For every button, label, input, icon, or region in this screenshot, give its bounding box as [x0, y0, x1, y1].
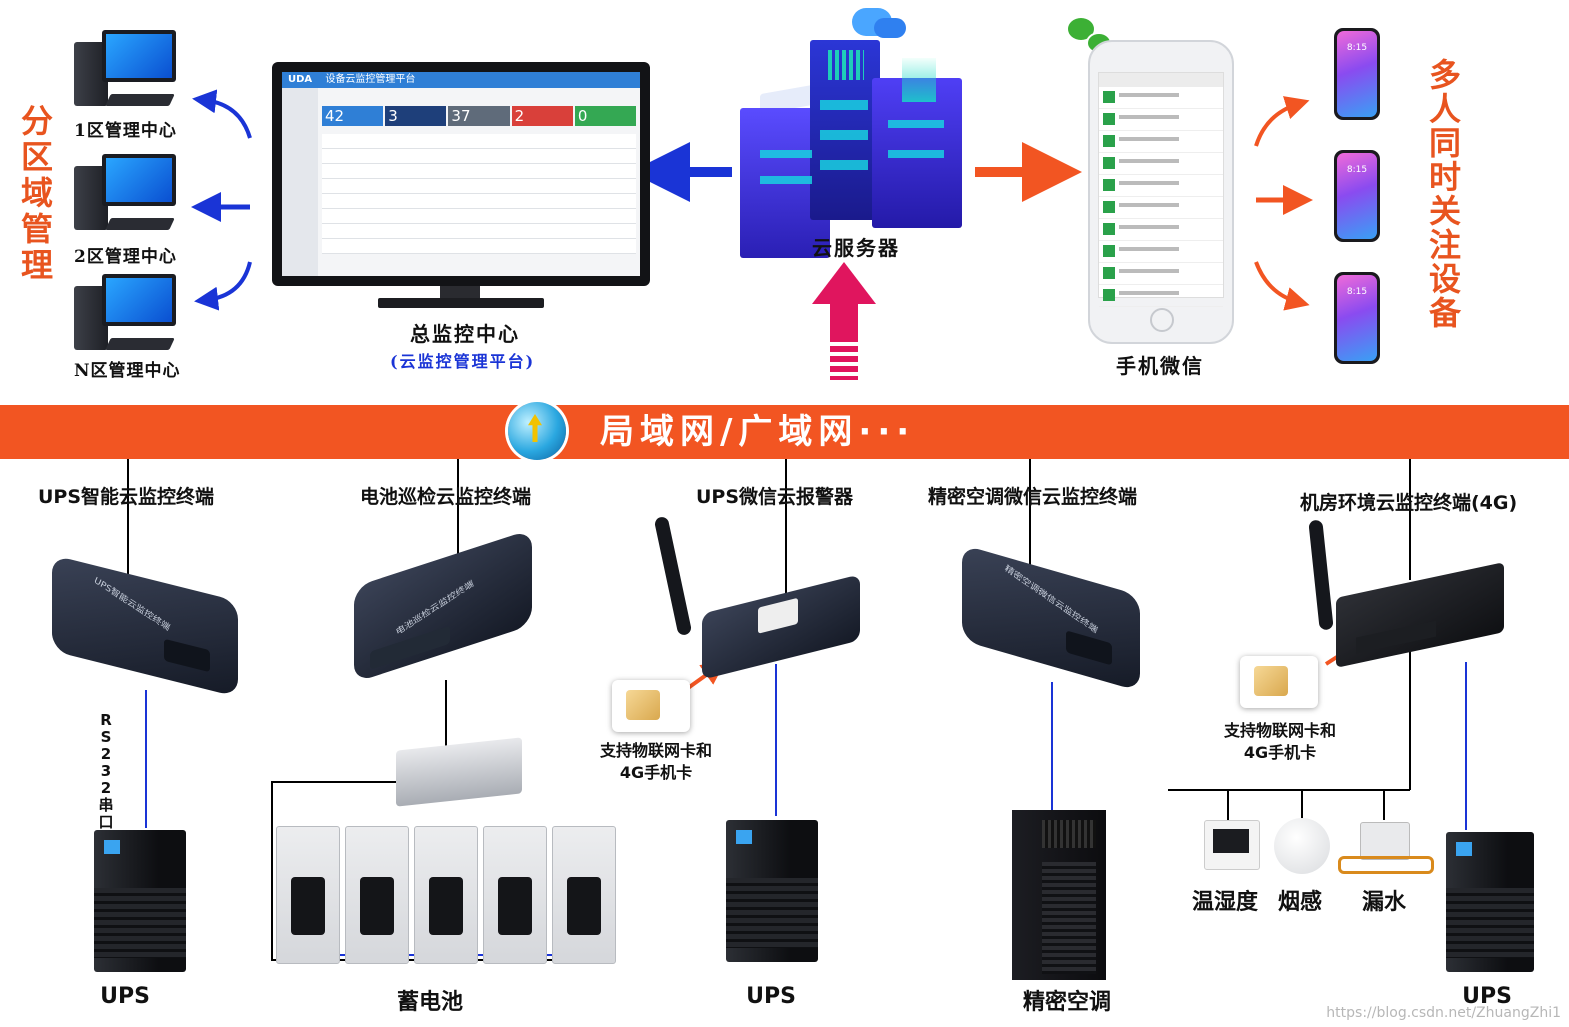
zone-management-title: 分区域管理 — [16, 104, 56, 284]
pc-icon — [72, 26, 182, 116]
home-button-icon — [1150, 308, 1174, 332]
sensor-label-temp-humidity: 温湿度 — [1192, 890, 1259, 915]
ups-tower-icon — [726, 820, 818, 962]
terminal-label-ups-wechat: UPS微信云报警器 — [696, 486, 854, 508]
sensor-label-smoke: 烟感 — [1278, 890, 1323, 915]
platform-kpi-tile: 37 — [448, 106, 510, 126]
platform-sidebar — [282, 88, 318, 276]
equipment-label-ups-3: UPS — [1462, 984, 1512, 1009]
network-label: 局域网/广域网··· — [600, 412, 916, 452]
wechat-icon — [1068, 18, 1094, 40]
device-print: 电池巡检云监控终端 — [394, 579, 476, 638]
arrow-to-zone1 — [192, 89, 252, 139]
equipment-label-battery: 蓄电池 — [396, 990, 463, 1015]
cloud-server-label: 云服务器 — [812, 236, 900, 260]
terminal-label-precision-ac: 精密空调微信云监控终端 — [928, 486, 1138, 508]
cloud-platform-subtitle: (云监控管理平台) — [390, 352, 536, 371]
equipment-label-ups-1: UPS — [100, 984, 150, 1009]
terminal-label-battery: 电池巡检云监控终端 — [360, 486, 532, 508]
watermark: https://blog.csdn.net/ZhuangZhi1 — [1326, 1005, 1561, 1021]
zone-management-text: 分区域管理 — [16, 104, 54, 284]
platform-kpi-tile: 0 — [574, 106, 637, 126]
wechat-phone — [1088, 40, 1234, 344]
battery-cell-icon — [483, 826, 547, 964]
platform-kpi-tile: 42 — [322, 106, 384, 126]
platform-brand: UDA — [288, 74, 313, 85]
sensor-label-water-leak: 漏水 — [1362, 890, 1407, 915]
globe-upload-icon — [508, 402, 566, 460]
zone2-manager-label: 2区管理中心 — [74, 247, 177, 267]
arrow-phone-to-mini1 — [1254, 96, 1310, 147]
temp-humidity-sensor-icon — [1204, 820, 1260, 870]
precision-ac-unit-icon — [1012, 810, 1106, 980]
wechat-phone-label: 手机微信 — [1116, 354, 1204, 378]
central-monitoring-title: 总监控中心 — [410, 322, 520, 346]
zoneN-manager-label: N区管理中心 — [74, 361, 181, 381]
battery-cell-icon — [276, 826, 340, 964]
water-leak-sensor-icon — [1360, 822, 1410, 860]
platform-app-bar: UDA 设备云监控管理平台 — [282, 72, 640, 88]
terminal-label-ups-cloud: UPS智能云监控终端 — [38, 486, 215, 508]
sim-card-icon — [612, 680, 690, 732]
multi-user-title: 多人同时关注设备 — [1424, 58, 1464, 330]
pc-icon — [72, 150, 182, 240]
terminal-label-room-env: 机房环境云监控终端(4G) — [1300, 492, 1518, 514]
sim-card-icon — [1240, 656, 1318, 708]
wechat-screen — [1098, 72, 1224, 307]
zone1-manager-label: 1区管理中心 — [74, 121, 177, 141]
battery-cell-icon — [345, 826, 409, 964]
phone-time: 8:15 — [1346, 43, 1368, 53]
network-band — [0, 405, 1569, 459]
arrow-phone-to-mini3 — [1254, 261, 1310, 311]
follower-phone: 8:15 — [1334, 28, 1380, 120]
phone-time: 8:15 — [1346, 165, 1368, 175]
battery-cell-icon — [414, 826, 478, 964]
sim-support-label-2: 支持物联网卡和4G手机卡 — [1223, 721, 1336, 762]
battery-cell-icon — [552, 826, 616, 964]
ups-tower-icon — [1446, 832, 1534, 972]
platform-table — [322, 134, 636, 254]
equipment-label-precision-ac: 精密空调 — [1022, 990, 1111, 1015]
ups-tower-icon — [94, 830, 186, 972]
platform-kpi-tile: 2 — [511, 106, 573, 126]
sim-support-label-1: 支持物联网卡和4G手机卡 — [599, 741, 712, 782]
follower-phone: 8:15 — [1334, 150, 1380, 242]
arrow-network-to-server — [812, 262, 876, 380]
monitor-base — [378, 298, 544, 308]
arrow-to-zoneN — [194, 261, 252, 311]
phone-time: 8:15 — [1346, 287, 1368, 297]
platform-kpi-tile: 3 — [385, 106, 447, 126]
device-print: UPS智能云监控终端 — [92, 575, 172, 634]
platform-app-title: 设备云监控管理平台 — [325, 74, 416, 85]
equipment-label-ups-2: UPS — [746, 984, 796, 1009]
smoke-detector-icon — [1274, 818, 1330, 874]
multi-user-text: 多人同时关注设备 — [1424, 58, 1462, 330]
pc-icon — [72, 270, 182, 360]
follower-phone: 8:15 — [1334, 272, 1380, 364]
leak-cable-icon — [1338, 856, 1434, 874]
